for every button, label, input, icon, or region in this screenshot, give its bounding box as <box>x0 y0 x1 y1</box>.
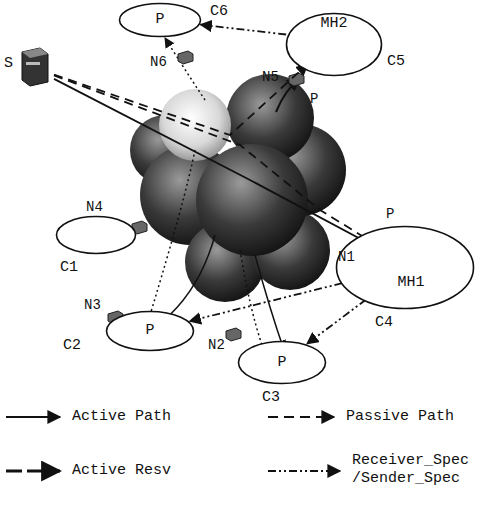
node-label: C4 <box>375 315 393 331</box>
node-label: C6 <box>210 4 228 20</box>
path-marker: P <box>386 207 394 222</box>
path-marker: P <box>310 92 318 107</box>
legend-text: Receiver_Spec /Sender_Spec <box>352 452 478 488</box>
node-label: N6 <box>150 55 167 70</box>
cell-ellipse: PC2 <box>105 310 195 352</box>
server-node: S <box>4 44 54 88</box>
node-label: N4 <box>86 200 103 215</box>
legend-samples <box>6 417 340 471</box>
mobile-host: MH2 <box>307 16 361 64</box>
router-icon <box>108 51 371 341</box>
cell-ellipse: PC3 <box>237 340 327 385</box>
node-label: MH2 <box>320 16 347 32</box>
legend-text: Active Path <box>72 408 262 426</box>
node-label: MH1 <box>397 275 424 291</box>
node-label: N5 <box>262 70 279 85</box>
node-label: C1 <box>60 260 78 276</box>
cell-ellipse: C4MH1 <box>335 225 475 310</box>
node-label: C3 <box>262 390 280 406</box>
cell-ellipse: PC6 <box>118 2 202 38</box>
ellipse-outline <box>335 225 475 310</box>
cell-ellipse: C5MH2 <box>285 12 383 77</box>
node-label: C2 <box>63 338 81 354</box>
network-cloud <box>130 74 346 302</box>
cell-label: P <box>155 12 164 28</box>
server-icon <box>22 48 48 86</box>
node-label: C5 <box>387 54 405 70</box>
cell-label: P <box>145 323 154 339</box>
node-label: S <box>4 56 13 72</box>
legend-text: Active Resv <box>72 462 262 480</box>
path-connector <box>54 64 308 135</box>
node-label: N2 <box>208 338 225 353</box>
mobile-host: MH1 <box>383 241 439 291</box>
ellipse-outline <box>55 215 137 255</box>
cell-ellipse: C1 <box>55 215 137 255</box>
node-label: N1 <box>338 250 355 265</box>
cell-label: P <box>277 355 286 371</box>
legend-text: Passive Path <box>346 408 482 426</box>
node-label: N3 <box>84 298 101 313</box>
